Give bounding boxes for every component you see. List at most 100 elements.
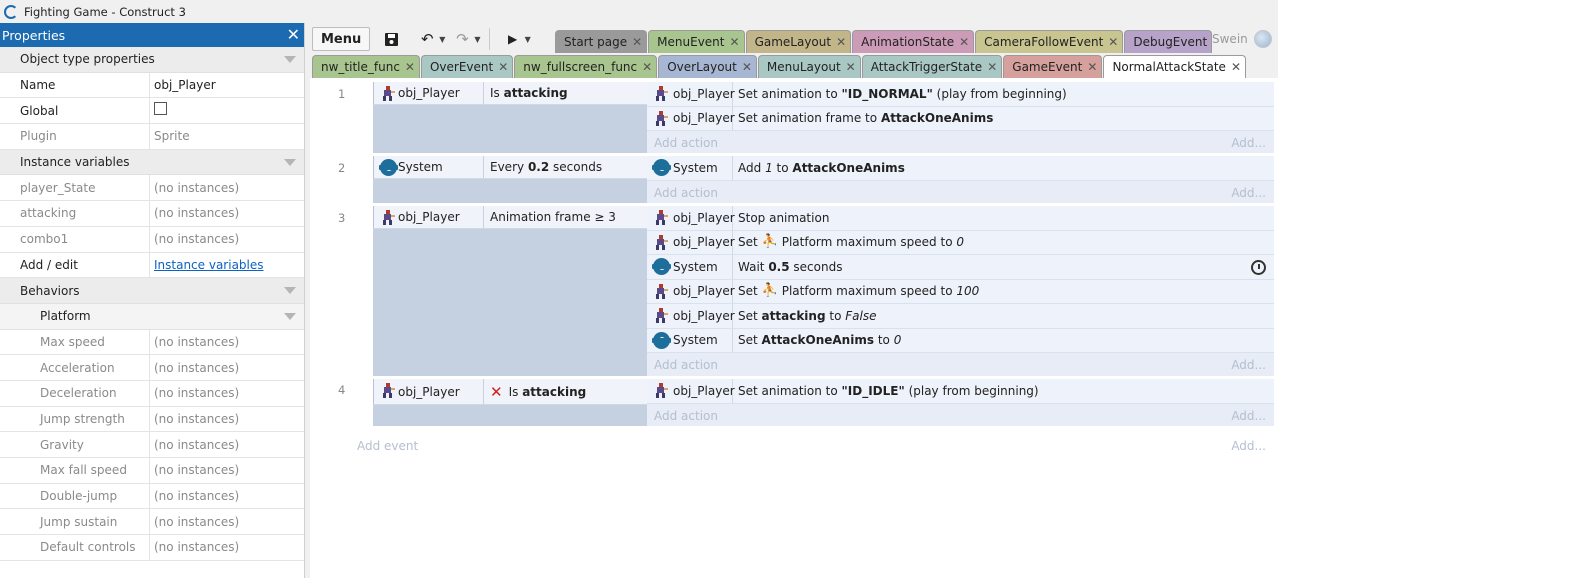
add-event-link[interactable]: Add event bbox=[357, 439, 419, 453]
add-more-link[interactable]: Add... bbox=[1231, 439, 1266, 453]
close-tab-icon[interactable]: ✕ bbox=[729, 35, 740, 49]
condition-row[interactable]: obj_Player Animation frame ≥ 3 bbox=[373, 206, 647, 229]
preview-dropdown-icon[interactable]: ▼ bbox=[524, 34, 531, 44]
add-action-link[interactable]: Add action bbox=[654, 185, 718, 200]
close-tab-icon[interactable]: ✕ bbox=[836, 35, 847, 49]
tab-nw-title-func[interactable]: nw_title_func✕ bbox=[312, 55, 420, 78]
section-platform[interactable]: Platform bbox=[0, 303, 304, 330]
collapse-triangle-icon[interactable] bbox=[284, 55, 296, 63]
object-name: obj_Player bbox=[673, 210, 735, 225]
add-action-row[interactable]: Add action Add... bbox=[647, 131, 1274, 155]
add-action-link[interactable]: Add action bbox=[654, 408, 718, 423]
conditions-column[interactable]: obj_Player Animation frame ≥ 3 bbox=[373, 206, 647, 376]
close-tab-icon[interactable]: ✕ bbox=[498, 60, 509, 74]
prop-value: (no instances) bbox=[154, 437, 240, 452]
event-block-4[interactable]: 4 obj_Player ✕Is attacking obj_Player Se… bbox=[310, 379, 1274, 426]
action-row[interactable]: obj_Player Set animation to "ID_NORMAL" … bbox=[647, 82, 1274, 107]
action-text: Set ⛹Platform maximum speed to 0 bbox=[733, 231, 1274, 255]
tab-attacktriggerstate[interactable]: AttackTriggerState✕ bbox=[861, 55, 1003, 78]
section-behaviors[interactable]: Behaviors bbox=[0, 278, 304, 304]
conditions-column[interactable]: obj_Player Is attacking bbox=[373, 82, 647, 153]
action-row[interactable]: obj_Player Set ⛹Platform maximum speed t… bbox=[647, 230, 1274, 255]
close-icon[interactable]: ✕ bbox=[286, 25, 300, 44]
tab-gamelayout[interactable]: GameLayout✕ bbox=[745, 30, 852, 53]
tab-debugevent[interactable]: DebugEvent bbox=[1124, 30, 1213, 53]
text-italic: 100 bbox=[956, 284, 980, 299]
close-tab-icon[interactable]: ✕ bbox=[632, 35, 643, 49]
tab-overevent[interactable]: OverEvent✕ bbox=[420, 55, 514, 78]
close-tab-icon[interactable]: ✕ bbox=[959, 35, 970, 49]
tab-animationstate[interactable]: AnimationState✕ bbox=[852, 30, 975, 53]
conditions-column[interactable]: obj_Player ✕Is attacking bbox=[373, 379, 647, 426]
condition-row[interactable]: obj_Player ✕Is attacking bbox=[373, 379, 647, 405]
player-sprite-icon bbox=[656, 383, 668, 398]
event-block-3[interactable]: 3 obj_Player Animation frame ≥ 3 obj_Pla… bbox=[310, 206, 1274, 376]
add-more-link[interactable]: Add... bbox=[1231, 136, 1266, 150]
section-object-type-properties[interactable]: Object type properties bbox=[0, 47, 304, 73]
text-bold: attacking bbox=[503, 86, 568, 100]
add-action-row[interactable]: Add action Add... bbox=[647, 353, 1274, 377]
action-row[interactable]: obj_Player Set animation to "ID_IDLE" (p… bbox=[647, 379, 1274, 404]
preview-play-icon[interactable]: ▶ bbox=[507, 32, 518, 46]
action-row[interactable]: obj_Player Stop animation bbox=[647, 206, 1274, 231]
action-row[interactable]: System Add 1 to AttackOneAnims bbox=[647, 156, 1274, 181]
prop-row-name[interactable]: Name obj_Player bbox=[0, 72, 304, 99]
close-tab-icon[interactable]: ✕ bbox=[1230, 60, 1241, 74]
close-tab-icon[interactable]: ✕ bbox=[1108, 35, 1119, 49]
user-account[interactable]: Swein bbox=[1212, 30, 1272, 48]
avatar[interactable] bbox=[1253, 30, 1272, 48]
add-event-row[interactable]: Add event Add... bbox=[357, 439, 1274, 453]
tab-normalattackstate[interactable]: NormalAttackState✕ bbox=[1103, 55, 1246, 78]
action-row[interactable]: obj_Player Set attacking to False bbox=[647, 304, 1274, 329]
global-checkbox[interactable] bbox=[154, 102, 167, 116]
instance-variables-link[interactable]: Instance variables bbox=[154, 257, 264, 272]
event-block-1[interactable]: 1 obj_Player Is attacking obj_Player Set… bbox=[310, 82, 1274, 153]
condition-row[interactable]: obj_Player Is attacking bbox=[373, 82, 647, 105]
menu-button[interactable]: Menu bbox=[312, 27, 371, 51]
platform-row: Double-jump(no instances) bbox=[0, 483, 304, 510]
add-more-link[interactable]: Add... bbox=[1231, 408, 1266, 423]
conditions-column[interactable]: System Every 0.2 seconds bbox=[373, 156, 647, 203]
close-tab-icon[interactable]: ✕ bbox=[642, 60, 653, 74]
close-tab-icon[interactable]: ✕ bbox=[1087, 60, 1098, 74]
collapse-triangle-icon[interactable] bbox=[284, 158, 296, 166]
event-block-2[interactable]: 2 System Every 0.2 seconds System Add 1 … bbox=[310, 156, 1274, 203]
add-action-row[interactable]: Add action Add... bbox=[647, 181, 1274, 205]
tab-camerafollowevent[interactable]: CameraFollowEvent✕ bbox=[975, 30, 1124, 53]
undo-icon[interactable]: ↶ bbox=[420, 30, 434, 48]
condition-row[interactable]: System Every 0.2 seconds bbox=[373, 156, 647, 179]
add-more-link[interactable]: Add... bbox=[1231, 358, 1266, 372]
save-icon[interactable] bbox=[380, 28, 402, 50]
text-part: Is bbox=[508, 384, 519, 399]
redo-dropdown-icon[interactable]: ▼ bbox=[474, 34, 481, 44]
tab-nw-fullscreen-func[interactable]: nw_fullscreen_func✕ bbox=[514, 55, 658, 78]
close-tab-icon[interactable]: ✕ bbox=[404, 60, 415, 74]
action-object: System bbox=[647, 255, 733, 279]
tab-start-page[interactable]: Start page✕ bbox=[555, 30, 648, 53]
tab-menuevent[interactable]: MenuEvent✕ bbox=[648, 30, 745, 53]
collapse-triangle-icon[interactable] bbox=[284, 312, 296, 320]
add-action-link[interactable]: Add action bbox=[654, 136, 718, 150]
condition-object: System bbox=[374, 156, 484, 178]
collapse-triangle-icon[interactable] bbox=[284, 287, 296, 295]
section-instance-variables[interactable]: Instance variables bbox=[0, 149, 304, 176]
add-action-link[interactable]: Add action bbox=[654, 358, 718, 372]
action-row[interactable]: obj_Player Set ⛹Platform maximum speed t… bbox=[647, 279, 1274, 304]
action-row[interactable]: obj_Player Set animation frame to Attack… bbox=[647, 106, 1274, 131]
platform-row: Max fall speed(no instances) bbox=[0, 458, 304, 484]
tab-menulayout[interactable]: MenuLayout✕ bbox=[757, 55, 861, 78]
close-tab-icon[interactable]: ✕ bbox=[741, 60, 752, 74]
close-tab-icon[interactable]: ✕ bbox=[845, 60, 856, 74]
close-tab-icon[interactable]: ✕ bbox=[987, 60, 998, 74]
redo-icon[interactable]: ↷ bbox=[456, 30, 469, 48]
text-bold: AttackOneAnims bbox=[761, 333, 874, 348]
action-row[interactable]: System Wait 0.5 seconds bbox=[647, 255, 1274, 280]
text-part: to bbox=[877, 333, 890, 348]
tab-gameevent[interactable]: GameEvent✕ bbox=[1003, 55, 1103, 78]
action-row[interactable]: System Set AttackOneAnims to 0 bbox=[647, 328, 1274, 353]
name-field[interactable]: obj_Player bbox=[154, 78, 216, 93]
add-action-row[interactable]: Add action Add... bbox=[647, 404, 1274, 428]
tab-overlayout[interactable]: OverLayout✕ bbox=[658, 55, 757, 78]
undo-dropdown-icon[interactable]: ▼ bbox=[439, 34, 446, 44]
add-more-link[interactable]: Add... bbox=[1231, 185, 1266, 200]
